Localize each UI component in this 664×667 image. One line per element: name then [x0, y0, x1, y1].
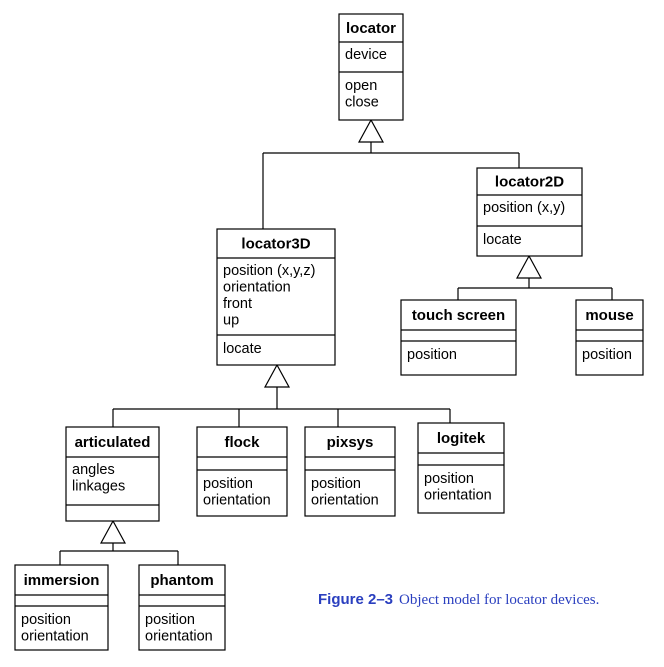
inheritance-locator	[262, 118, 520, 229]
class-box-pixsys	[304, 426, 396, 517]
class-box-locator	[338, 13, 404, 121]
class-attribute: front	[223, 296, 252, 312]
class-operation: open	[345, 78, 377, 94]
class-attribute: position (x,y,z)	[223, 263, 315, 279]
class-box-immersion	[14, 564, 109, 651]
inheritance-articulated	[59, 519, 179, 565]
class-name-locator2d: locator2D	[495, 174, 564, 191]
class-box-mouse	[575, 299, 644, 376]
class-operation: orientation	[21, 629, 89, 645]
class-operation: position	[582, 347, 632, 363]
class-operation: close	[345, 95, 379, 111]
class-name-mouse: mouse	[585, 307, 633, 324]
caption-text: Object model for locator devices.	[399, 592, 600, 608]
class-touch-screen: touch screen position	[400, 299, 517, 376]
class-attribute: angles	[72, 462, 115, 478]
class-box-locator3d	[216, 228, 336, 366]
class-locator2d: locator2D position (x,y) locate	[476, 167, 583, 257]
class-name-flock: flock	[224, 434, 260, 451]
class-name-pixsys: pixsys	[327, 434, 374, 451]
class-operation: orientation	[145, 629, 213, 645]
class-name-logitek: logitek	[437, 430, 486, 447]
inheritance-triangle-icon	[515, 254, 543, 279]
class-operation: position	[311, 476, 361, 492]
class-box-logitek	[417, 422, 505, 514]
class-operation: position	[424, 471, 474, 487]
class-box-touch-screen	[400, 299, 517, 376]
class-operation: orientation	[424, 488, 492, 504]
class-name-phantom: phantom	[150, 572, 213, 589]
class-attribute: position (x,y)	[483, 200, 565, 216]
caption-label: Figure 2–3	[318, 591, 394, 608]
class-name-touch-screen: touch screen	[412, 307, 505, 324]
class-attribute: orientation	[223, 280, 291, 296]
inheritance-triangle-icon	[99, 519, 127, 544]
class-operation: orientation	[311, 493, 379, 509]
inheritance-locator2d	[457, 254, 613, 300]
class-name-locator: locator	[346, 20, 396, 37]
class-locator3d: locator3D position (x,y,z)orientationfron…	[216, 228, 336, 366]
figure-caption: Figure 2–3 Object model for locator devic…	[318, 591, 599, 609]
class-operation: position	[145, 612, 195, 628]
class-attribute: up	[223, 313, 239, 329]
class-operation: orientation	[203, 493, 271, 509]
class-operation: locate	[223, 341, 262, 357]
class-operation: position	[21, 612, 71, 628]
class-box-flock	[196, 426, 288, 517]
class-name-immersion: immersion	[24, 572, 100, 589]
class-mouse: mouse position	[575, 299, 644, 376]
class-attribute: device	[345, 47, 387, 63]
class-box-phantom	[138, 564, 226, 651]
inheritance-triangle-icon	[357, 118, 385, 143]
class-name-articulated: articulated	[75, 434, 151, 451]
class-name-locator3d: locator3D	[241, 236, 310, 253]
inheritance-edges	[59, 118, 613, 565]
class-operation: locate	[483, 232, 522, 248]
class-operation: position	[203, 476, 253, 492]
class-box-locator2d	[476, 167, 583, 257]
class-attribute: linkages	[72, 479, 125, 495]
inheritance-triangle-icon	[263, 363, 291, 388]
class-operation: position	[407, 347, 457, 363]
inheritance-locator3d	[112, 363, 451, 427]
